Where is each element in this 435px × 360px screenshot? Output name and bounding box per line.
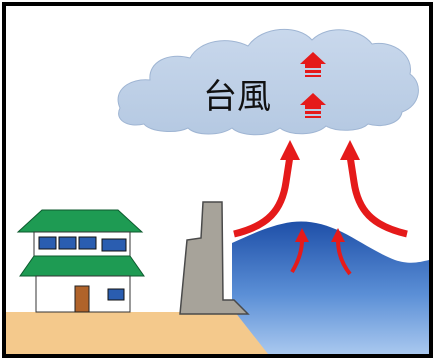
window-2f-2 [58,236,77,250]
pressure-arrow-lower [300,93,326,118]
sand-beach [6,312,268,354]
pressure-arrow-upper [300,52,326,77]
typhoon-cloud [117,28,419,136]
window-2f-1 [38,236,57,250]
window-2f-3 [78,236,97,250]
house [16,209,145,313]
typhoon-label: 台風 [203,77,271,117]
sea-rise-arrow-left [290,228,309,274]
picture-frame [2,2,433,358]
seawall [179,201,250,315]
sea-rise-arrow-right [331,228,352,276]
sea-water [232,221,429,354]
house-door [74,285,90,313]
house-lower-roof [19,255,145,277]
updraft-arrow-left [233,140,300,238]
updraft-arrow-right [340,140,408,238]
window-2f-4 [101,238,127,252]
window-1f [107,288,125,301]
